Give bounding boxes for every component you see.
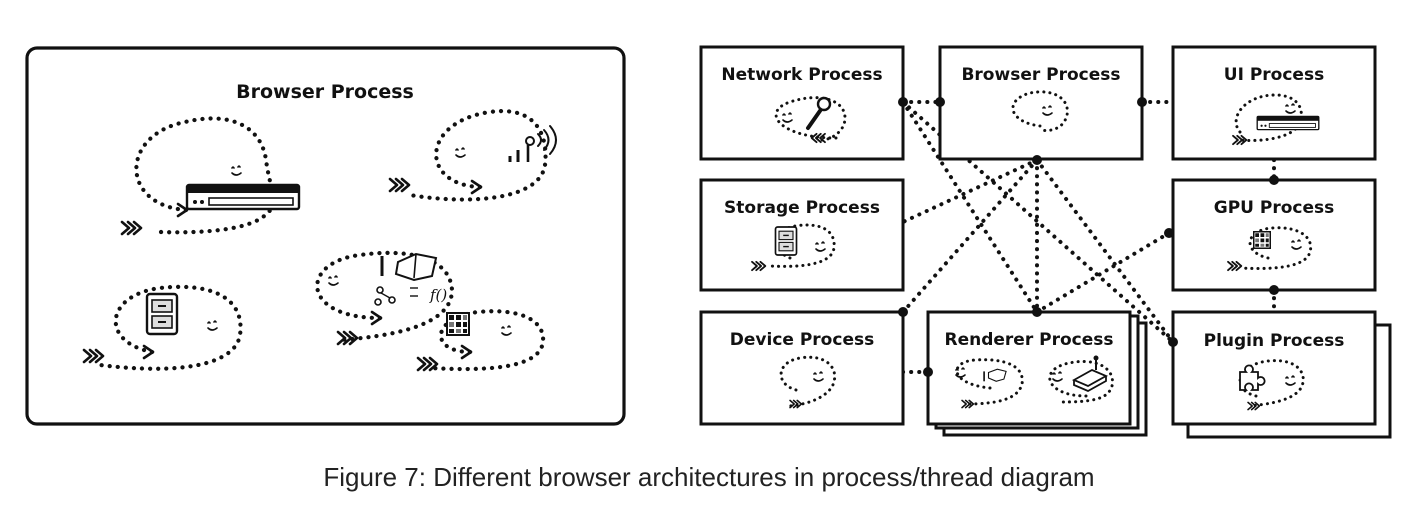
gpu-process-box: GPU Process <box>1171 178 1377 292</box>
network-process-box: Network Process <box>699 45 905 161</box>
storage-process-box: Storage Process <box>699 178 905 292</box>
storage-process-label: Storage Process <box>724 198 880 218</box>
network-process-label: Network Process <box>721 65 882 85</box>
plugin-process-box: Plugin Process <box>1171 310 1377 426</box>
formula-icon-text: f() <box>429 286 447 304</box>
ui-thread-icon <box>120 116 301 236</box>
antenna-icon <box>508 125 557 162</box>
puzzle-piece-icon <box>1239 364 1266 391</box>
dev-tools-icon: f() <box>374 252 447 306</box>
left-panel-title: Browser Process <box>236 81 414 103</box>
renderer-thread-icon: f() <box>315 250 455 346</box>
wrench-icon <box>806 96 832 130</box>
network-thread-icon <box>388 108 557 202</box>
ipc-connections <box>901 100 1276 374</box>
ui-process-box: UI Process <box>1171 45 1377 161</box>
device-process-box: Device Process <box>699 310 905 426</box>
browser-process-label: Browser Process <box>961 65 1120 85</box>
ui-process-label: UI Process <box>1224 65 1324 85</box>
connection-endpoints <box>898 97 1279 377</box>
browser-process-box: Browser Process <box>938 45 1144 161</box>
raster-icon <box>1071 355 1109 393</box>
renderer-process-label: Renderer Process <box>944 330 1113 350</box>
figure-caption: Figure 7: Different browser architecture… <box>323 462 1094 492</box>
gpu-process-label: GPU Process <box>1214 198 1335 218</box>
gpu-thread-icon <box>416 309 546 372</box>
left-panel-single-process: Browser Process <box>25 46 626 426</box>
right-panel-multi-process: Network Process Browser Process UI Proce… <box>699 45 1392 439</box>
device-process-label: Device Process <box>730 330 874 350</box>
renderer-process-box: Renderer Process <box>926 310 1132 426</box>
plugin-process-label: Plugin Process <box>1204 331 1345 351</box>
